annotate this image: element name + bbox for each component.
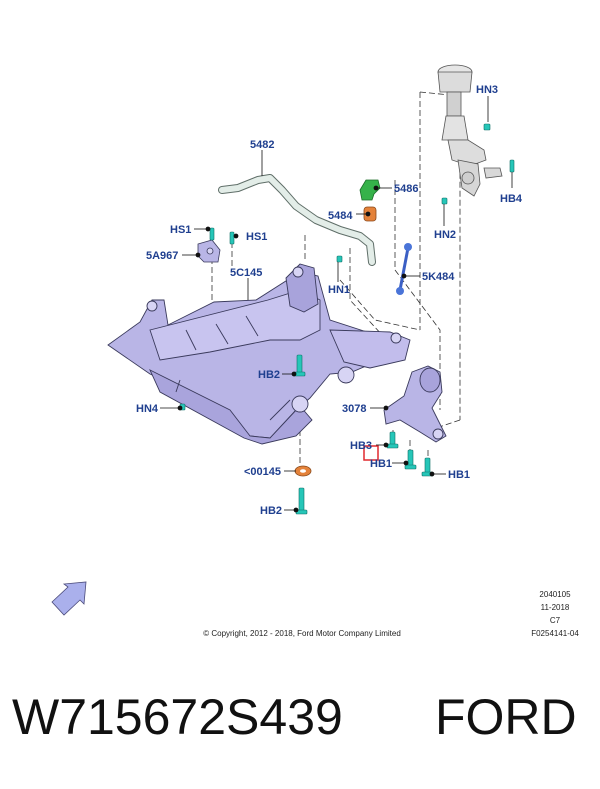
callout-hb2-lower: HB2	[260, 505, 282, 517]
bolt-hb4	[509, 159, 515, 173]
bolt-hb1-left	[404, 449, 417, 470]
callout-leaders	[160, 96, 513, 513]
callout-hb4: HB4	[500, 193, 523, 205]
highlight-box	[363, 445, 379, 461]
callout-hb2-upper: HB2	[258, 369, 280, 381]
bolt-hn2	[441, 197, 448, 205]
callout-5484: 5484	[328, 210, 353, 222]
month-year: 11-2018	[540, 603, 570, 612]
figure-number: F0254141-04	[531, 629, 579, 638]
part-number: W715672S439	[12, 689, 343, 745]
bracket-5a967	[197, 239, 221, 263]
callout-5482: 5482	[250, 139, 274, 151]
callout-hn4: HN4	[136, 403, 159, 415]
callout-5a967: 5A967	[146, 250, 178, 262]
callout-hn3: HN3	[476, 84, 498, 96]
bolt-hn1	[336, 255, 343, 263]
bolt-hs1-left	[209, 227, 215, 241]
callout-hb1-right: HB1	[448, 469, 470, 481]
strut-assembly	[437, 64, 503, 197]
callout-labels: HN3 5482 HB4 5486 5484 HN2 HS1 HS1 5A967…	[136, 84, 523, 517]
bolt-hb3	[386, 431, 399, 449]
callout-5486: 5486	[394, 183, 418, 195]
front-subframe	[107, 263, 411, 445]
brand-name: FORD	[435, 689, 577, 745]
callout-hb1-left: HB1	[370, 458, 392, 470]
copyright-notice: © Copyright, 2012 - 2018, Ford Motor Com…	[203, 629, 401, 638]
front-direction-arrow	[51, 581, 87, 616]
stabilizer-link	[396, 243, 412, 295]
callout-hs1-left: HS1	[170, 224, 191, 236]
callout-3078: 3078	[342, 403, 366, 415]
fasteners	[179, 123, 515, 515]
bolt-hb2-lower	[295, 487, 308, 515]
stabilizer-bar	[218, 174, 376, 266]
callout-hn2: HN2	[434, 229, 456, 241]
washer-00145	[294, 465, 312, 477]
bolt-hn3	[483, 123, 491, 131]
bolt-hs1-right	[229, 231, 235, 245]
callout-00145: <00145	[244, 466, 281, 478]
date-code: 2040105	[539, 590, 571, 599]
revision-code: C7	[549, 616, 561, 625]
lower-control-arm	[383, 365, 447, 443]
callout-5k484: 5K484	[422, 271, 455, 283]
stabilizer-bracket	[359, 179, 381, 201]
callout-hn1: HN1	[328, 284, 350, 296]
exploded-view-diagram: HN3 5482 HB4 5486 5484 HN2 HS1 HS1 5A967…	[51, 64, 523, 616]
callout-hb3: HB3	[350, 440, 372, 452]
callout-hs1-right: HS1	[246, 231, 267, 243]
bolt-hb2-upper	[293, 354, 306, 377]
callout-5c145: 5C145	[230, 267, 262, 279]
